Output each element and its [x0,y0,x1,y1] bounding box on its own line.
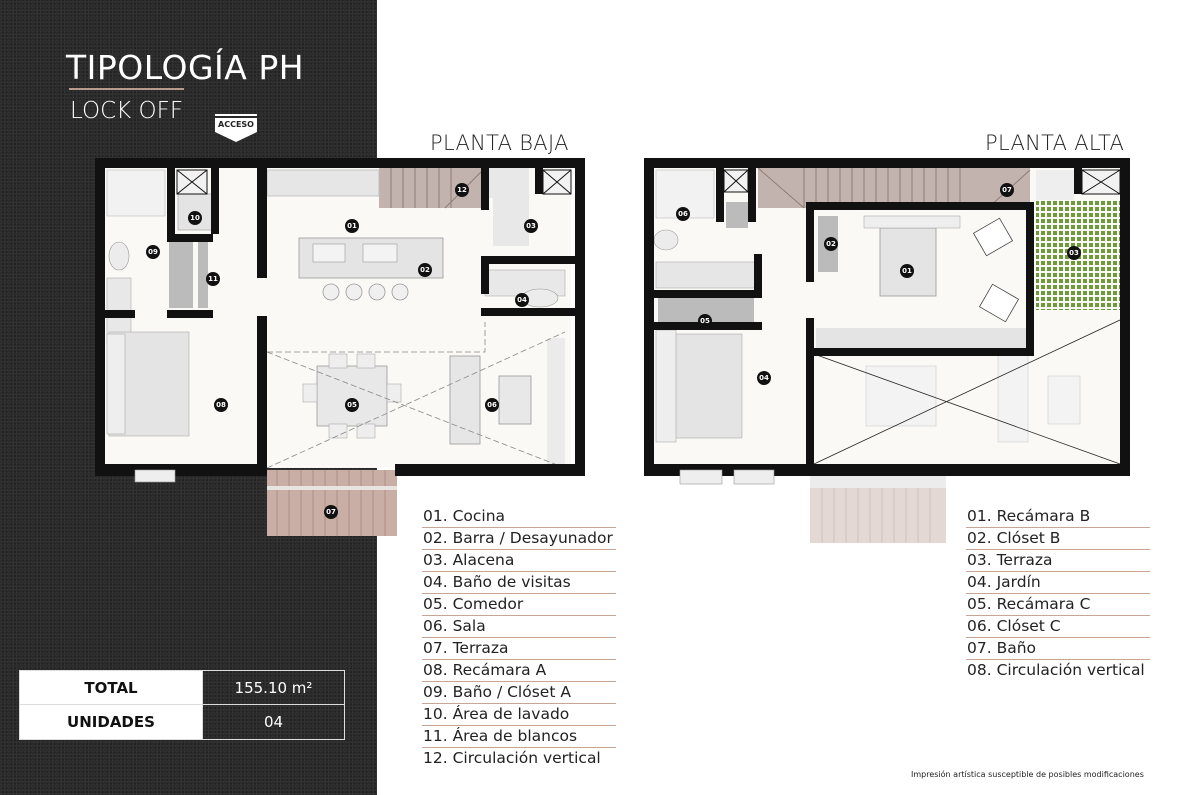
svg-text:07: 07 [1002,186,1012,194]
svg-text:04: 04 [517,296,527,304]
room-badge-01: 01 [900,264,914,278]
legend-item: 07. Baño [966,638,1150,660]
legend-item: 06. Clóset C [966,616,1150,638]
svg-text:05: 05 [347,401,357,409]
svg-text:07: 07 [326,508,336,516]
room-badge-01: 01 [345,219,359,233]
stats-table: TOTAL 155.10 m² UNIDADES 04 [19,670,345,740]
legend-item: 08. Circulación vertical [967,661,1145,679]
planta-alta-legend: 01. Recámara B 02. Clóset B 03. Terraza … [966,506,1150,682]
svg-text:12: 12 [457,186,467,194]
svg-text:06: 06 [487,401,497,409]
legend-item: 06. Sala [422,616,616,638]
room-badge-05: 05 [345,398,359,412]
room-badge-03: 03 [1067,246,1081,260]
room-badge-07: 07 [324,505,338,519]
svg-text:08: 08 [216,401,226,409]
room-badge-05: 05 [698,314,712,328]
page-subtitle: LOCK OFF [70,98,184,124]
legend-item: 01. Recámara B [966,506,1150,528]
svg-text:06: 06 [678,210,688,218]
legend-item: 11. Área de blancos [422,726,616,748]
room-badge-08: 08 [214,398,228,412]
stats-value: 04 [263,713,284,731]
room-badge-02: 02 [418,263,432,277]
svg-text:01: 01 [347,222,357,230]
planta-baja-plan: 01 02 03 04 05 06 07 08 09 10 11 12 [95,158,585,536]
room-badge-09: 09 [146,245,160,259]
legend-item: 04. Jardín [966,572,1150,594]
stats-row-units: UNIDADES 04 [20,705,344,739]
legend-item: 02. Barra / Desayunador [422,528,616,550]
room-badge-07: 07 [1000,183,1014,197]
svg-text:04: 04 [759,374,769,382]
legend-item: 03. Terraza [966,550,1150,572]
svg-text:02: 02 [420,266,430,274]
legend-item: 08. Recámara A [422,660,616,682]
svg-text:03: 03 [1069,249,1079,257]
room-badge-03: 03 [524,219,538,233]
legend-item: 01. Cocina [422,506,616,528]
access-marker: ACCESO [215,116,257,144]
access-label: ACCESO [215,116,257,132]
stats-row-total: TOTAL 155.10 m² [20,671,344,705]
planta-alta-plan: 01 02 03 04 05 06 07 [644,158,1130,543]
room-badge-06: 06 [676,207,690,221]
svg-text:11: 11 [208,275,218,283]
legend-item: 04. Baño de visitas [422,572,616,594]
legend-item: 03. Alacena [422,550,616,572]
room-badge-06: 06 [485,398,499,412]
access-arrow-icon [215,132,257,142]
stats-label: UNIDADES [20,705,203,739]
room-badge-02: 02 [824,237,838,251]
svg-text:01: 01 [902,267,912,275]
svg-text:10: 10 [190,214,200,222]
svg-text:05: 05 [700,317,710,325]
page-title: TIPOLOGÍA PH [66,48,305,87]
room-badge-11: 11 [206,272,220,286]
room-badge-10: 10 [188,211,202,225]
legend-item: 02. Clóset B [966,528,1150,550]
legend-item: 12. Circulación vertical [423,749,601,767]
legend-item: 05. Recámara C [966,594,1150,616]
room-badge-12: 12 [455,183,469,197]
stats-label: TOTAL [20,671,203,704]
stats-value: 155.10 m² [234,679,313,697]
legend-item: 07. Terraza [422,638,616,660]
legend-item: 10. Área de lavado [422,704,616,726]
svg-text:09: 09 [148,248,158,256]
svg-text:03: 03 [526,222,536,230]
terrace-deck [267,470,397,536]
disclaimer-text: Impresión artística susceptible de posib… [911,770,1144,779]
svg-text:02: 02 [826,240,836,248]
title-divider [69,88,184,90]
room-badge-04: 04 [515,293,529,307]
planta-alta-title: PLANTA ALTA [985,131,1125,155]
legend-item: 09. Baño / Clóset A [422,682,616,704]
legend-item: 05. Comedor [422,594,616,616]
planta-baja-title: PLANTA BAJA [430,131,569,155]
planta-baja-legend: 01. Cocina 02. Barra / Desayunador 03. A… [422,506,616,770]
room-badge-04: 04 [757,371,771,385]
